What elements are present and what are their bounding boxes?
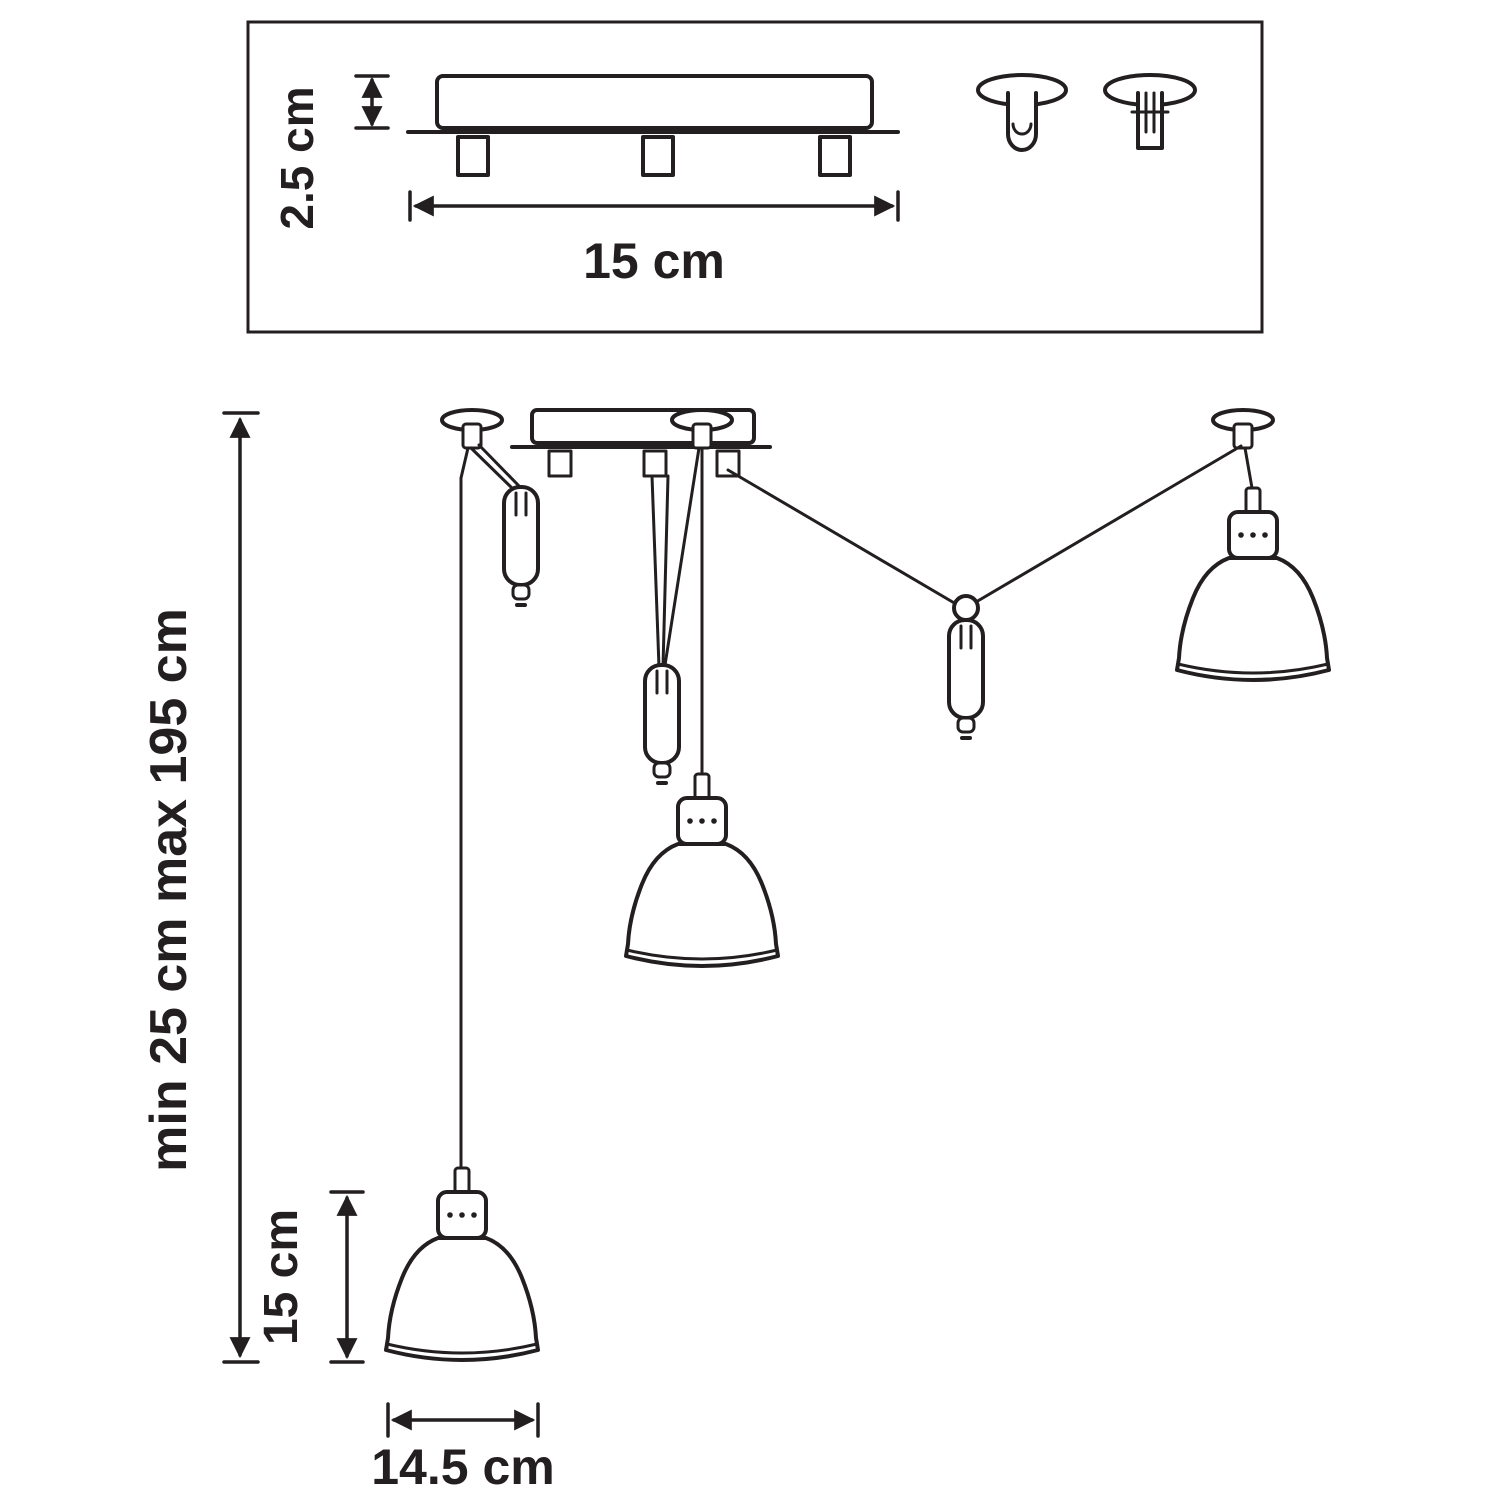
counterweight-right	[947, 618, 985, 740]
dim-plate-thickness: 2.5 cm	[271, 74, 390, 230]
shade-width-label: 14.5 cm	[371, 1439, 554, 1495]
cord-mid-v1	[650, 474, 661, 669]
cord-right-diag2	[974, 444, 1243, 604]
cord-right-drop	[1243, 446, 1254, 490]
counterweight-left	[502, 485, 540, 607]
mount-point-left	[440, 408, 504, 450]
cord-right-diag1	[726, 468, 958, 606]
cord-left-weight-a	[469, 446, 515, 491]
pendant-left	[384, 443, 540, 1362]
hook-detail	[976, 73, 1068, 152]
cord-left-drop	[459, 446, 470, 1170]
dim-drop-range: min 25 cm max 195 cm	[140, 411, 260, 1364]
cord-mid-v3	[663, 446, 701, 667]
drop-range-label: min 25 cm max 195 cm	[140, 608, 198, 1172]
pulley-knob	[952, 594, 980, 622]
shade-middle	[624, 772, 780, 968]
dim-plate-length: 15 cm	[408, 190, 900, 289]
pendant-right	[726, 444, 1331, 740]
mount-point-right	[1211, 408, 1275, 450]
ceiling-plate-side-view	[406, 74, 900, 177]
cord-left-weight-b	[477, 443, 522, 489]
dim-shade-height: 15 cm	[255, 1190, 365, 1364]
shade-left	[384, 1166, 540, 1362]
panel-border	[246, 20, 1264, 334]
plate-length-label: 15 cm	[583, 233, 725, 289]
top-detail-panel: 2.5 cm 15 cm	[246, 20, 1264, 334]
shade-height-label: 15 cm	[255, 1209, 308, 1345]
main-assembly-view: min 25 cm max 195 cm 15 cm 14.5 cm	[140, 408, 1331, 1495]
pulley-detail	[1103, 73, 1197, 150]
counterweight-middle	[643, 663, 681, 785]
plate-thickness-label: 2.5 cm	[271, 86, 323, 229]
pendant-middle	[624, 446, 780, 968]
cord-mid-v2	[661, 474, 670, 669]
dim-shade-width: 14.5 cm	[371, 1402, 555, 1495]
shade-right	[1175, 486, 1331, 682]
